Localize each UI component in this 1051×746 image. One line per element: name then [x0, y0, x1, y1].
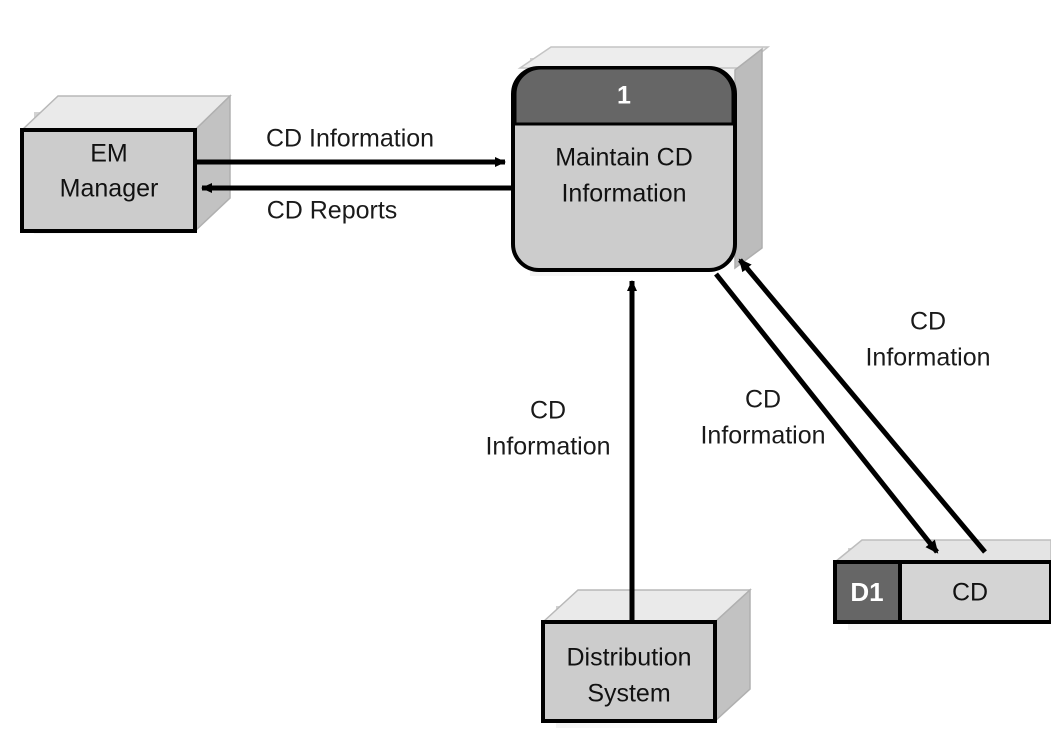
process-header-band: [513, 66, 735, 126]
data-store-top-face: [832, 539, 1051, 563]
process-top-face: [517, 46, 771, 69]
distribution-system-label-line-2: System: [587, 680, 670, 708]
flow-label-process-to-store-line-1: CD: [745, 386, 781, 414]
data-flow-distribution-to-process[interactable]: CD Information: [485, 280, 637, 620]
data-store-d1-cd[interactable]: D1 CD: [832, 539, 1051, 630]
flow-label-manager-to-process: CD Information: [266, 125, 434, 153]
data-store-id-label: D1: [850, 577, 883, 607]
flow-label-process-to-manager: CD Reports: [267, 197, 398, 225]
distribution-system-label-line-1: Distribution: [566, 644, 691, 672]
process-side-face: [734, 47, 763, 270]
external-entity-distribution-system[interactable]: Distribution System: [541, 588, 752, 728]
process-label-line-1: Maintain CD: [555, 144, 693, 172]
flow-label-distribution-to-process-line-2: Information: [485, 433, 610, 461]
flow-arrow-line: [714, 272, 939, 554]
distribution-system-front-face: [541, 620, 717, 723]
data-flow-store-to-process[interactable]: CD Information: [738, 258, 991, 554]
em-manager-top-face: [20, 95, 232, 131]
external-entity-em-manager[interactable]: EM Manager: [20, 94, 232, 234]
em-manager-label-line-2: Manager: [60, 175, 159, 203]
flow-label-process-to-store-line-2: Information: [700, 422, 825, 450]
data-store-id-cell: [833, 560, 902, 624]
flow-label-store-to-process-line-1: CD: [910, 308, 946, 336]
flow-label-store-to-process-line-2: Information: [865, 344, 990, 372]
em-manager-label-line-1: EM: [90, 140, 128, 168]
flow-arrow-line: [738, 258, 987, 554]
process-maintain-cd-information[interactable]: 1 Maintain CD Information: [511, 46, 771, 276]
process-number: 1: [617, 82, 631, 110]
data-flow-process-to-manager[interactable]: CD Reports: [201, 183, 511, 225]
flow-label-distribution-to-process-line-1: CD: [530, 397, 566, 425]
data-store-name-label: CD: [952, 579, 988, 607]
em-manager-front-face: [20, 128, 197, 233]
data-flow-process-to-store[interactable]: CD Information: [700, 272, 939, 554]
process-label-line-2: Information: [561, 180, 686, 208]
distribution-system-top-face: [541, 589, 752, 623]
data-flow-manager-to-process[interactable]: CD Information: [196, 125, 506, 167]
